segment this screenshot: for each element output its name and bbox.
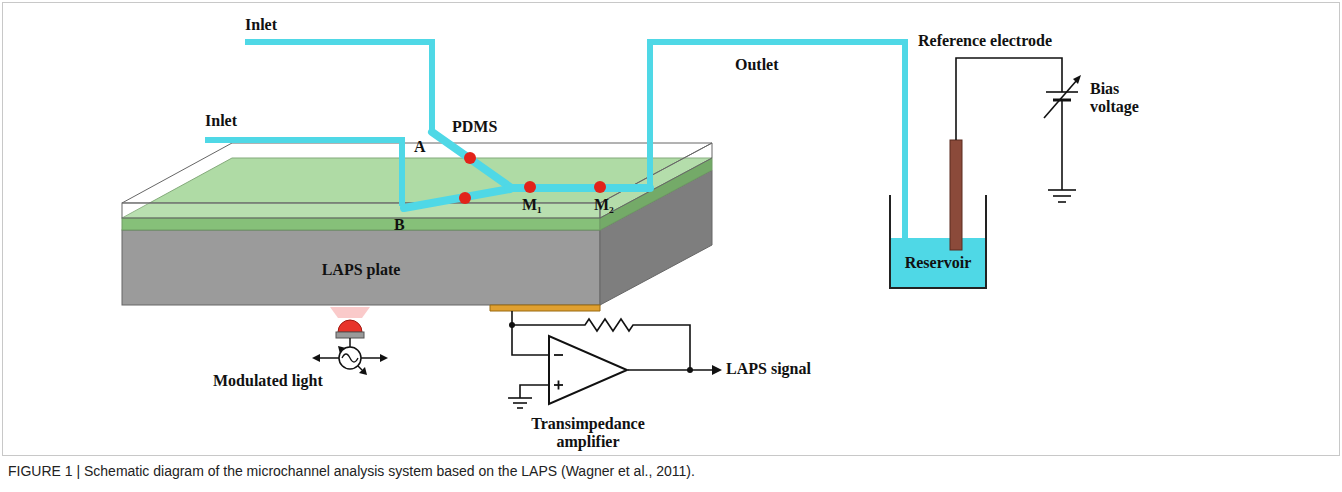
back-electrode [490, 305, 600, 311]
figure-frame [3, 3, 1340, 456]
reservoir-liquid [890, 238, 986, 289]
beaker-outline [888, 195, 988, 290]
laps-plate: LAPS plate [122, 230, 712, 311]
point-label: M₂ [594, 196, 614, 214]
text-holder: Transimpedance amplifier [513, 415, 663, 452]
figure-caption: FIGURE 1 | Schematic diagram of the micr… [8, 463, 695, 479]
signal-wire [512, 311, 548, 355]
bias-circuit [956, 58, 1078, 202]
point-label: B [394, 216, 405, 234]
amplifier-triangle: Transimpedance amplifier [548, 335, 628, 405]
inlet-label: Inlet [245, 16, 277, 34]
junction-dot [687, 367, 693, 373]
amplifier-symbol [548, 335, 628, 405]
reservoir-beaker: Reservoir [888, 195, 988, 290]
outlet-label: Outlet [735, 56, 779, 74]
reference-electrode-rod [950, 140, 962, 250]
variable-arrowhead [1073, 75, 1081, 84]
text-holder: Reservoir [888, 195, 988, 290]
microchannel [404, 189, 510, 208]
outlet-tube [650, 42, 905, 245]
fluid-channels [205, 42, 905, 245]
light-source [312, 307, 388, 375]
electrode-label: Reference electrode [918, 32, 1052, 50]
node-label: LAPS plate [322, 261, 401, 279]
layer-label: PDMS [452, 118, 497, 136]
node-label: Reservoir [905, 254, 972, 272]
signal-arrowhead [712, 365, 722, 375]
inlet-tube [205, 140, 402, 206]
node-label: Transimpedance amplifier [513, 415, 663, 452]
signal-label: LAPS signal [726, 360, 811, 378]
microchannel [432, 132, 510, 187]
point-label: M₁ [522, 196, 542, 214]
source-label: Modulated light [213, 372, 323, 390]
text-holder: LAPS plate [122, 230, 712, 311]
amplifier-circuit [508, 319, 712, 408]
point-label: A [414, 138, 426, 156]
bias-label: Bias voltage [1090, 80, 1170, 117]
inlet-label: Inlet [205, 112, 237, 130]
inlet-tube [245, 42, 432, 132]
